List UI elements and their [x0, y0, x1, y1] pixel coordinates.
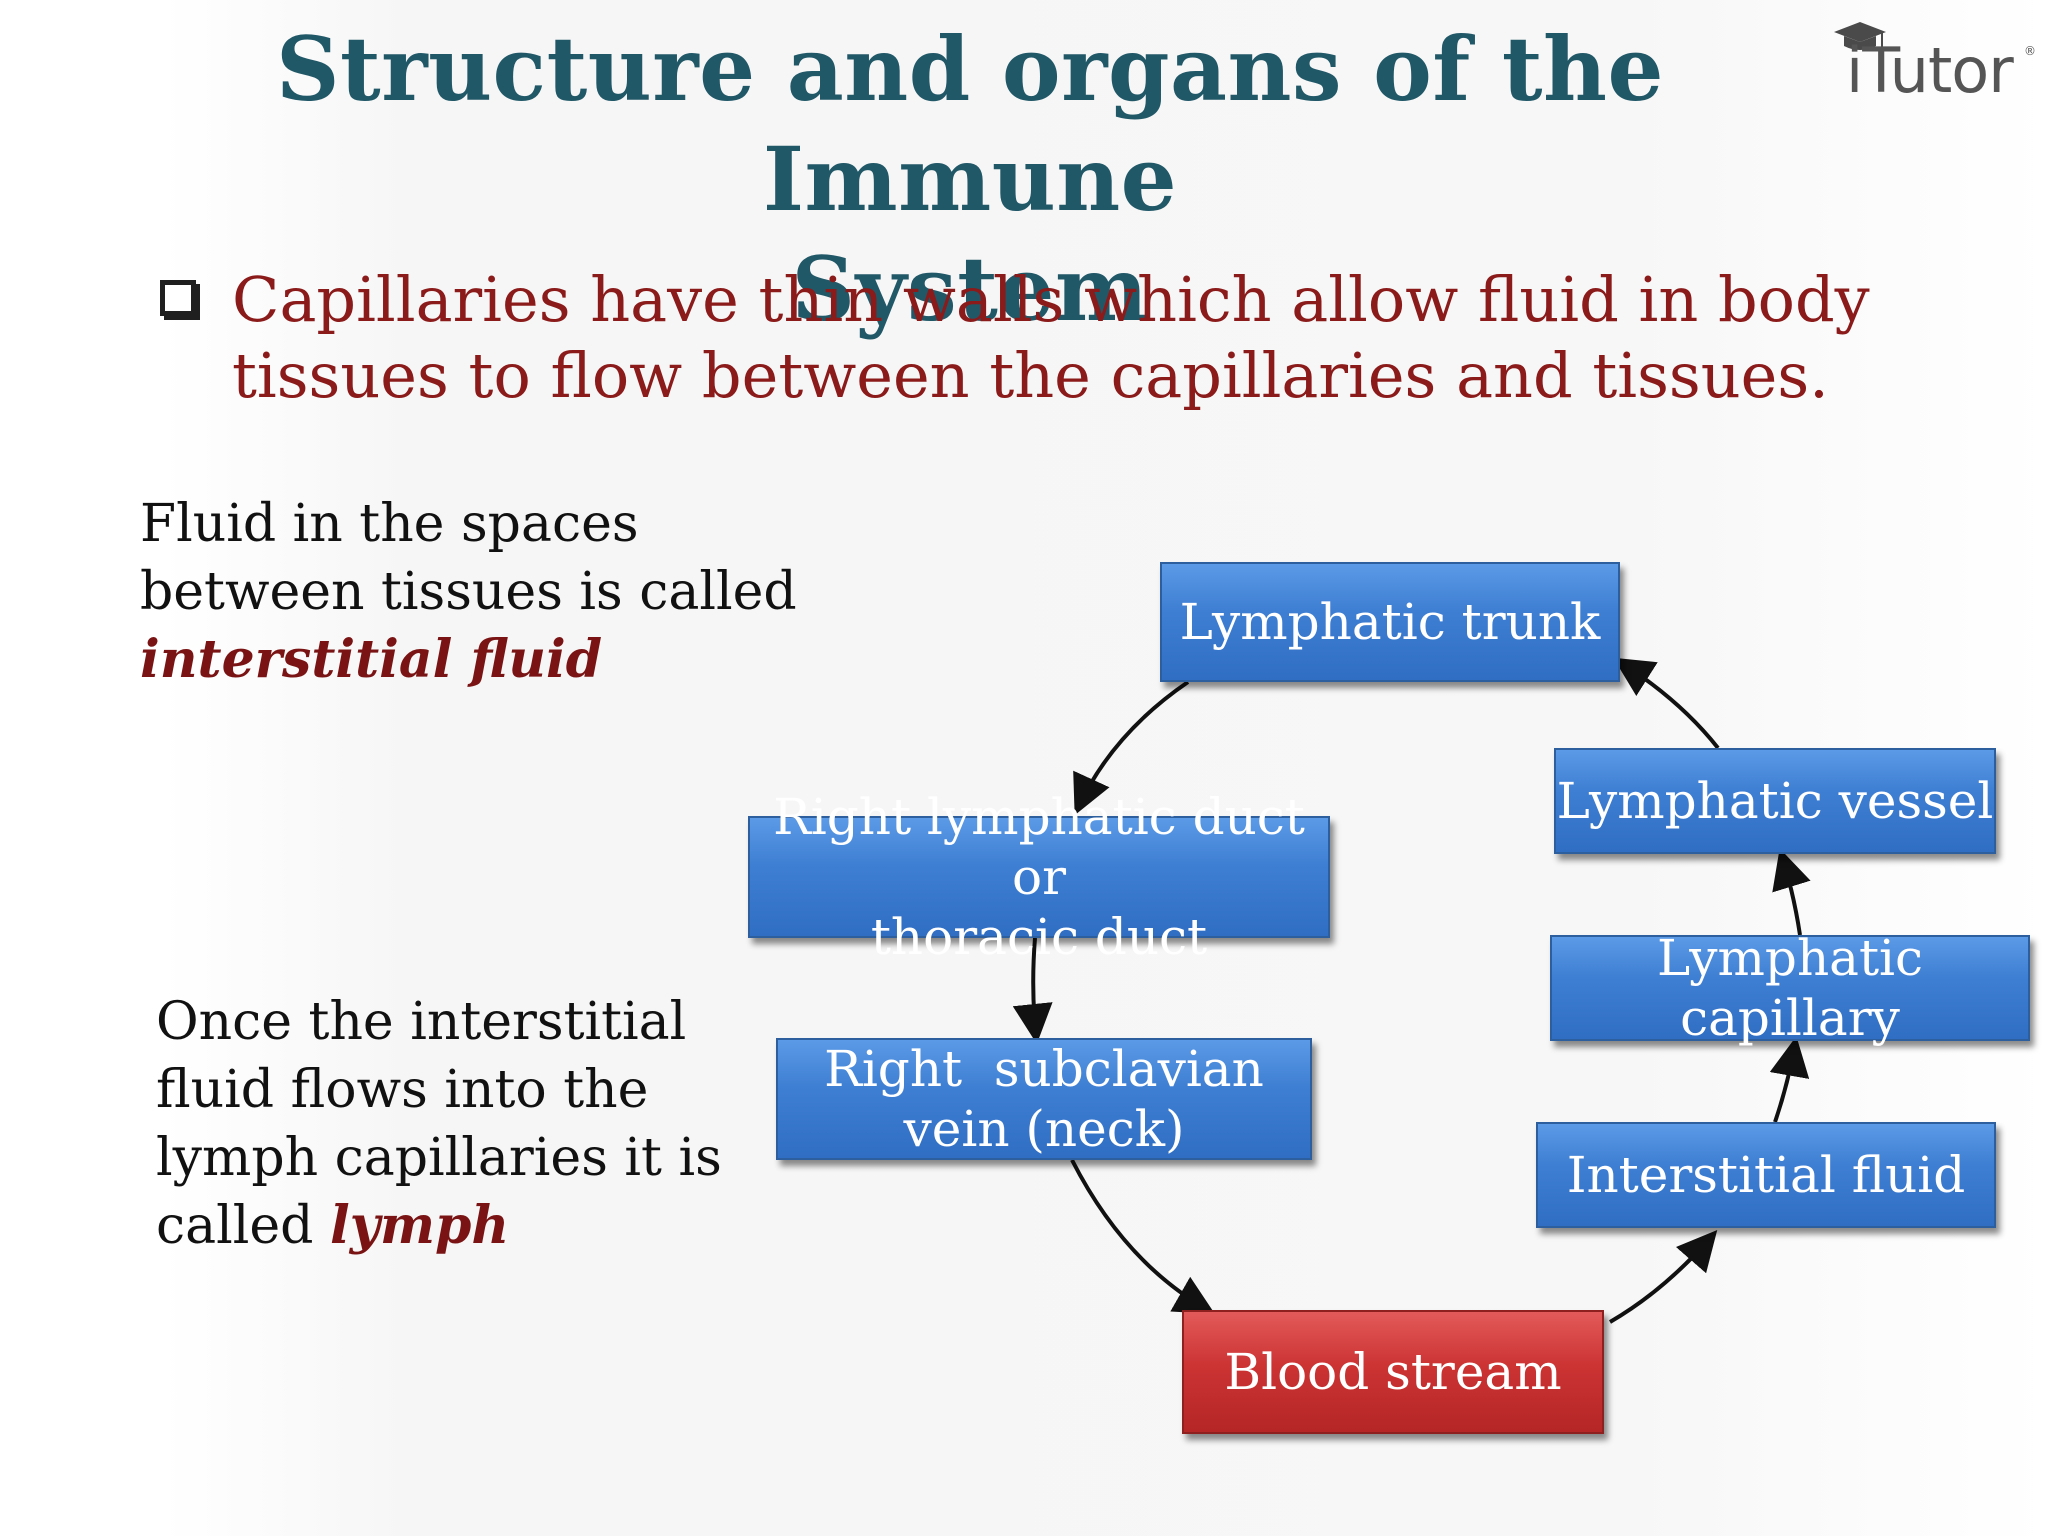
- logo-text: iTutor: [1846, 34, 2014, 107]
- note1-line2: between tissues is called: [140, 562, 797, 622]
- arrow-vessel-to-trunk: [1613, 657, 1720, 750]
- slide-title: Structure and organs of the Immune Syste…: [60, 14, 1880, 344]
- note2-line4: called lymph: [156, 1192, 796, 1260]
- node-blood-stream: Blood stream: [1182, 1310, 1604, 1434]
- node-lymphatic-trunk: Lymphatic trunk: [1160, 562, 1620, 682]
- node-right-lymphatic-duct: Right lymphatic duct or thoracic duct: [748, 788, 1330, 966]
- note1-line1: Fluid in the spaces: [140, 494, 639, 554]
- graduation-cap-icon: [1834, 22, 1886, 50]
- slide-title-line1: Structure and organs of the Immune: [276, 17, 1664, 231]
- node-blood-stream-label: Blood stream: [1224, 1343, 1562, 1401]
- registered-mark: ®: [2024, 44, 2036, 58]
- note2-line2: fluid flows into the: [156, 1060, 649, 1120]
- bullet-line2: tissues to flow between the capillaries …: [232, 339, 1829, 412]
- note1-emphasis: interstitial fluid: [140, 629, 603, 690]
- node-interstitial-fluid-label: Interstitial fluid: [1566, 1146, 1966, 1204]
- node-right-subclavian-vein: Right subclavian vein (neck): [776, 1038, 1312, 1160]
- arrow-duct-to-subclavian: [1012, 937, 1053, 1044]
- node-right-subclavian-vein-label: Right subclavian vein (neck): [824, 1039, 1264, 1159]
- note2-emphasis: lymph: [329, 1195, 510, 1256]
- itutor-logo: iTutor ®: [1812, 18, 2042, 108]
- node-right-lymphatic-duct-label: Right lymphatic duct or thoracic duct: [750, 787, 1328, 967]
- checkbox-bullet-icon: [160, 280, 196, 316]
- slide-title-line2: System: [791, 237, 1149, 341]
- node-lymphatic-capillary-label: Lymphatic capillary: [1656, 929, 1924, 1047]
- interstitial-fluid-note: Fluid in the spaces between tissues is c…: [140, 490, 840, 694]
- note2-line3: lymph capillaries it is: [156, 1128, 722, 1188]
- node-duct-line1: Right lymphatic duct or: [773, 788, 1305, 906]
- node-lymphatic-trunk-label: Lymphatic trunk: [1179, 593, 1601, 651]
- arrow-interstitial-to-capillary: [1769, 1036, 1810, 1123]
- node-duct-line2: thoracic duct: [870, 908, 1208, 966]
- arrow-subclavian-to-blood: [1070, 1159, 1215, 1314]
- node-interstitial-fluid: Interstitial fluid: [1536, 1122, 1996, 1228]
- bullet-line1: Capillaries have thin walls which allow …: [232, 263, 1870, 336]
- note2-line1: Once the interstitial: [156, 992, 687, 1052]
- node-lymphatic-capillary: Lymphatic capillary: [1550, 929, 2030, 1047]
- bullet-text: Capillaries have thin walls which allow …: [232, 262, 1872, 414]
- node-lymphatic-vessel-label: Lymphatic vessel: [1556, 772, 1994, 830]
- note2-line4-prefix: called: [156, 1196, 330, 1256]
- node-subclavian-line2: vein (neck): [903, 1100, 1185, 1158]
- node-subclavian-line1: Right subclavian: [824, 1040, 1264, 1098]
- arrow-capillary-to-vessel: [1772, 848, 1811, 936]
- lymph-note: Once the interstitial fluid flows into t…: [156, 988, 796, 1260]
- arrow-blood-to-interstitial: [1608, 1229, 1718, 1324]
- node-lymphatic-vessel: Lymphatic vessel: [1554, 748, 1996, 854]
- arrow-trunk-to-duct: [1073, 680, 1190, 816]
